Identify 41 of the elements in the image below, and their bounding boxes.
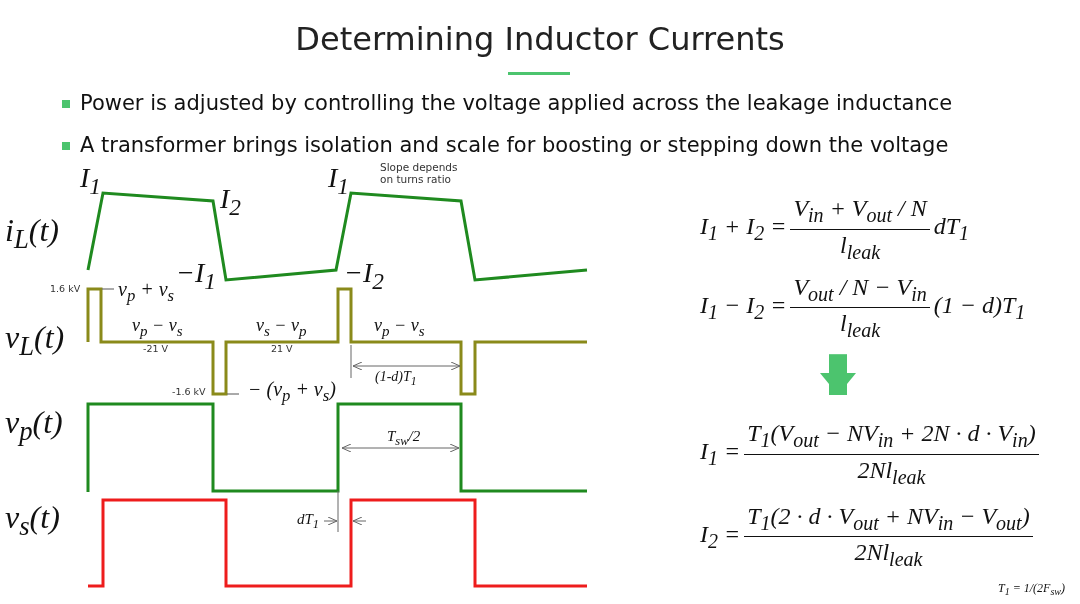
voltage-label: v$_{p}$ − v$_{s}$ xyxy=(374,316,425,340)
fraction-denominator: l$_{leak}$ xyxy=(840,309,881,343)
signal-name: v$_{s}$(t) xyxy=(5,500,60,542)
voltage-value: -1.6 kV xyxy=(172,387,206,398)
formula-text: T$_{1}$ = 1/(2F$_{sw}$) xyxy=(998,582,1065,598)
voltage-label: v$_{p}$ − v$_{s}$ xyxy=(132,316,183,340)
voltage-value: 1.6 kV xyxy=(50,284,81,295)
signal-name: v$_{L}$(t) xyxy=(5,320,65,362)
current-label: −I$_{2}$ xyxy=(344,258,384,295)
voltage-value: 21 V xyxy=(271,344,293,355)
voltage-label: v$_{s}$ − v$_{p}$ xyxy=(256,316,307,340)
signal-name: i$_{L}$(t) xyxy=(5,213,59,255)
fraction-numerator: V$_{in}$ + V$_{out}$ / N xyxy=(790,195,930,230)
current-label: −I$_{1}$ xyxy=(176,258,216,295)
signal-name: v$_{p}$(t) xyxy=(5,405,63,447)
voltage-label: v$_{p}$ + v$_{s}$ xyxy=(118,278,175,306)
current-label: I$_{1}$ xyxy=(328,163,349,200)
equation-text: I$_{2}$ = xyxy=(700,521,741,553)
slide-title: Determining Inductor Currents xyxy=(294,22,786,58)
bullet-text: A transformer brings isolation and scale for boosting or stepping down the voltage xyxy=(80,134,949,158)
fraction-denominator: 2Nl$_{leak}$ xyxy=(854,538,923,572)
annotation-text: Slope depends on turns ratio xyxy=(380,162,459,186)
dimension-label: dT$_{1}$ xyxy=(297,511,320,532)
fraction-numerator: V$_{out}$ / N − V$_{in}$ xyxy=(790,273,930,309)
equation-text: I$_{1}$ − I$_{2}$ = xyxy=(700,292,787,324)
equation-text: (1 − d)T$_{1}$ xyxy=(933,292,1026,324)
arrow xyxy=(820,354,856,395)
equation-text: I$_{1}$ = xyxy=(700,438,741,471)
fraction-denominator: l$_{leak}$ xyxy=(840,230,881,264)
fraction-denominator: 2Nl$_{leak}$ xyxy=(857,455,926,489)
equation-text: dT$_{1}$ xyxy=(933,213,970,246)
voltage-value: -21 V xyxy=(143,344,169,355)
equation-text: I$_{1}$ + I$_{2}$ = xyxy=(700,213,787,246)
current-label: I$_{2}$ xyxy=(220,184,241,221)
dimension-label: (1-d)T$_{1}$ xyxy=(375,369,417,389)
voltage-label: − (v$_{p}$ + v$_{s}$) xyxy=(248,378,336,406)
current-label: I$_{1}$ xyxy=(80,163,101,200)
fraction-numerator: T$_{1}$(2 · d · V$_{out}$ + NV$_{in}$ − V$_{out}$) xyxy=(744,502,1033,538)
bullet-text: Power is adjusted by controlling the voltage applied across the leakage inductance xyxy=(80,92,953,116)
dimension-label: T$_{sw}$/2 xyxy=(387,428,421,449)
fraction-numerator: T$_{1}$(V$_{out}$ − NV$_{in}$ + 2N · d · V$_{in}$) xyxy=(744,420,1039,455)
